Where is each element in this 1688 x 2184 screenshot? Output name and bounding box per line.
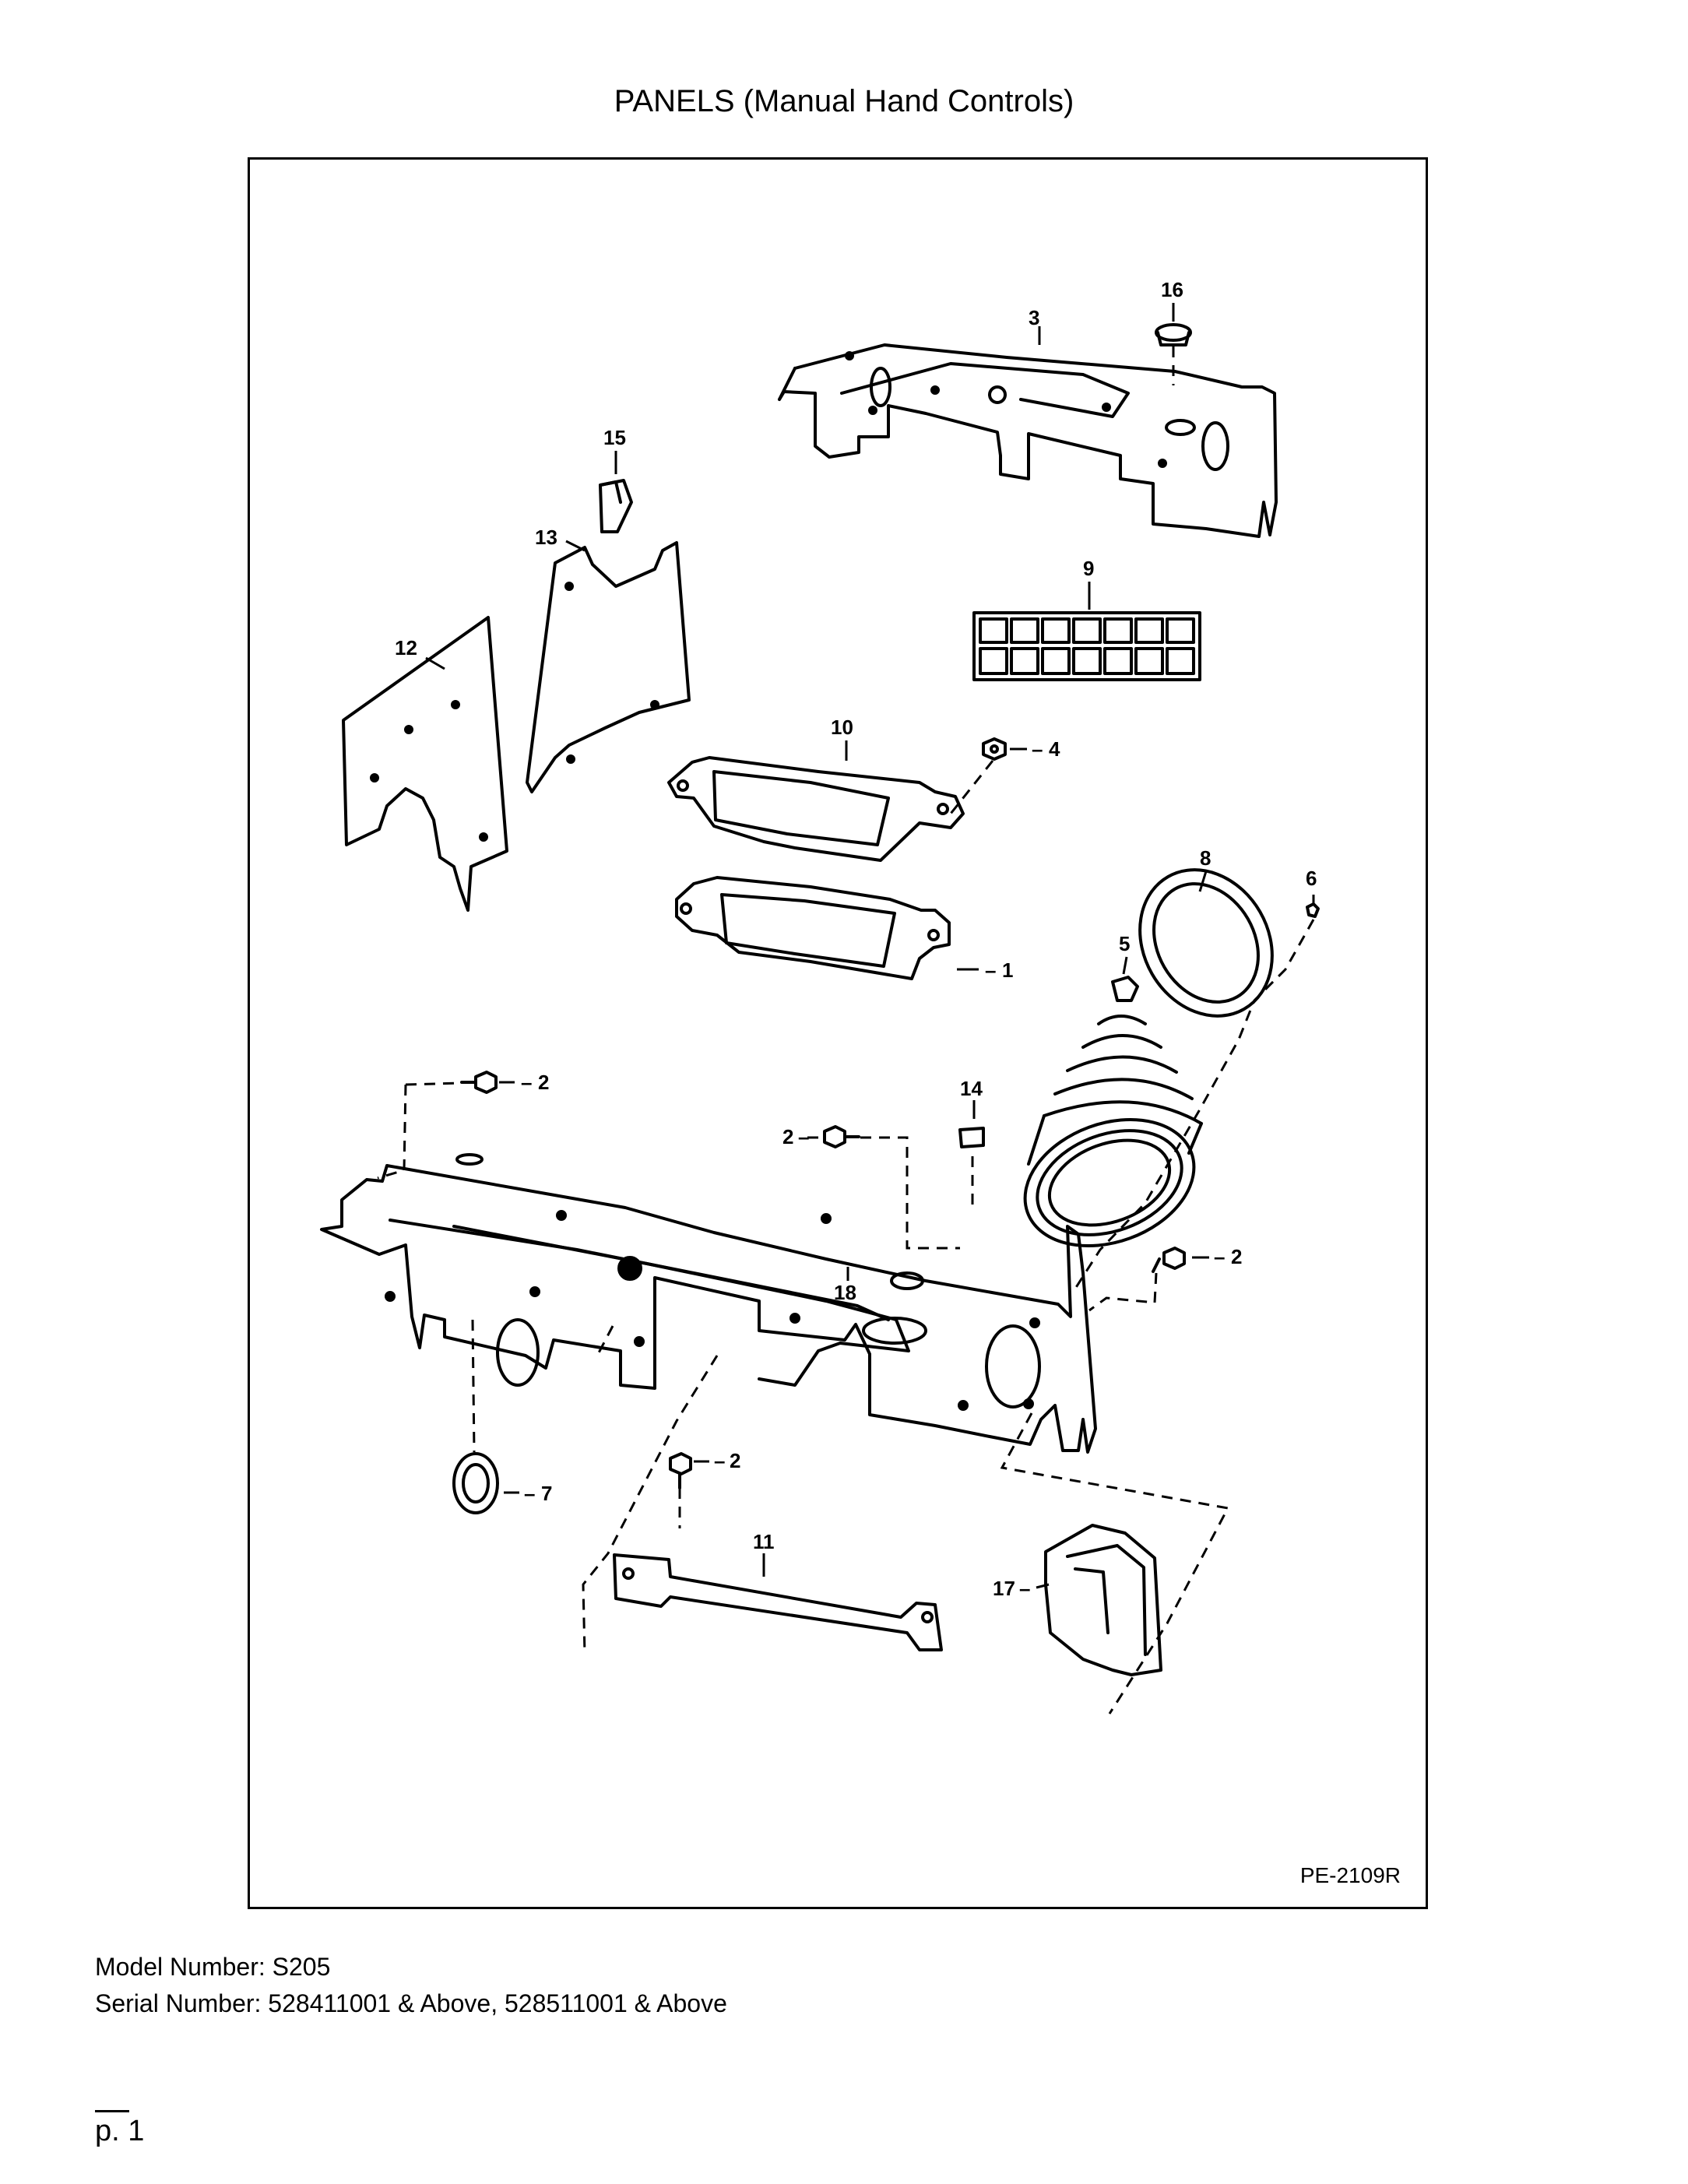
diagram-frame: 3 16 15 13 12 9 10 – 4 8 6 5 – 1 14 – 2 … <box>248 157 1428 1909</box>
part-14-plug <box>958 1127 985 1148</box>
callout-13: 13 <box>535 526 557 549</box>
callout-1: 1 <box>1002 958 1013 982</box>
callout-2-right: 2 <box>1231 1245 1242 1268</box>
callout-6: 6 <box>1306 867 1317 890</box>
model-number: Model Number: S205 <box>95 1953 331 1981</box>
page-rule <box>95 2110 129 2112</box>
figure-code: PE-2109R <box>1299 1863 1401 1887</box>
part-8-ring <box>1138 868 1274 1018</box>
part-2-bolts <box>460 1071 1186 1489</box>
callout-2-bottom: 2 <box>730 1449 740 1472</box>
callout-1-dash: – <box>985 958 996 982</box>
callout-9: 9 <box>1083 557 1094 580</box>
part-3-upper-panel <box>778 343 1278 538</box>
callout-17: 17 <box>993 1577 1015 1600</box>
callout-12: 12 <box>395 636 417 659</box>
exploded-parts-diagram: 3 16 15 13 12 9 10 – 4 8 6 5 – 1 14 – 2 … <box>320 278 1320 1714</box>
callout-11: 11 <box>753 1530 775 1553</box>
part-9-decal <box>972 611 1201 681</box>
part-18-lower-panel <box>320 1153 1097 1454</box>
callout-8: 8 <box>1200 846 1211 870</box>
part-7-grommet <box>452 1452 499 1514</box>
callout-2-mid-dash: – <box>798 1125 809 1148</box>
callout-4: 4 <box>1049 737 1060 761</box>
callout-10: 10 <box>831 716 853 739</box>
part-1-gasket <box>675 876 951 980</box>
part-17-bracket <box>1044 1524 1162 1676</box>
callout-2-top-dash: – <box>521 1071 532 1094</box>
part-11-bracket <box>613 1553 943 1651</box>
part-6-screw <box>1306 902 1320 918</box>
callout-7: 7 <box>541 1482 552 1505</box>
callout-16: 16 <box>1161 278 1183 301</box>
callout-2-mid: 2 <box>782 1125 793 1148</box>
part-15-clip <box>599 479 633 533</box>
part-12-panel <box>342 616 508 912</box>
page-title: PANELS (Manual Hand Controls) <box>614 84 1074 118</box>
callout-7-dash: – <box>524 1482 535 1505</box>
callout-17-dash: – <box>1019 1577 1030 1600</box>
callout-5: 5 <box>1119 932 1130 955</box>
callout-18: 18 <box>834 1281 856 1304</box>
callout-14: 14 <box>960 1077 983 1100</box>
callout-2-bottom-dash: – <box>714 1449 725 1472</box>
callout-15: 15 <box>603 426 626 449</box>
serial-number: Serial Number: 528411001 & Above, 528511… <box>95 1989 727 2017</box>
part-5-boot <box>1023 976 1203 1248</box>
part-16-plug <box>1155 323 1192 346</box>
callout-2-top: 2 <box>538 1071 549 1094</box>
part-4-nut <box>982 737 1007 761</box>
callout-4-dash: – <box>1032 737 1043 761</box>
callout-3: 3 <box>1029 306 1039 329</box>
part-13-panel <box>526 541 691 793</box>
callout-2-right-dash: – <box>1214 1245 1225 1268</box>
part-10-bezel <box>667 756 965 862</box>
page-number: p. 1 <box>95 2115 145 2147</box>
